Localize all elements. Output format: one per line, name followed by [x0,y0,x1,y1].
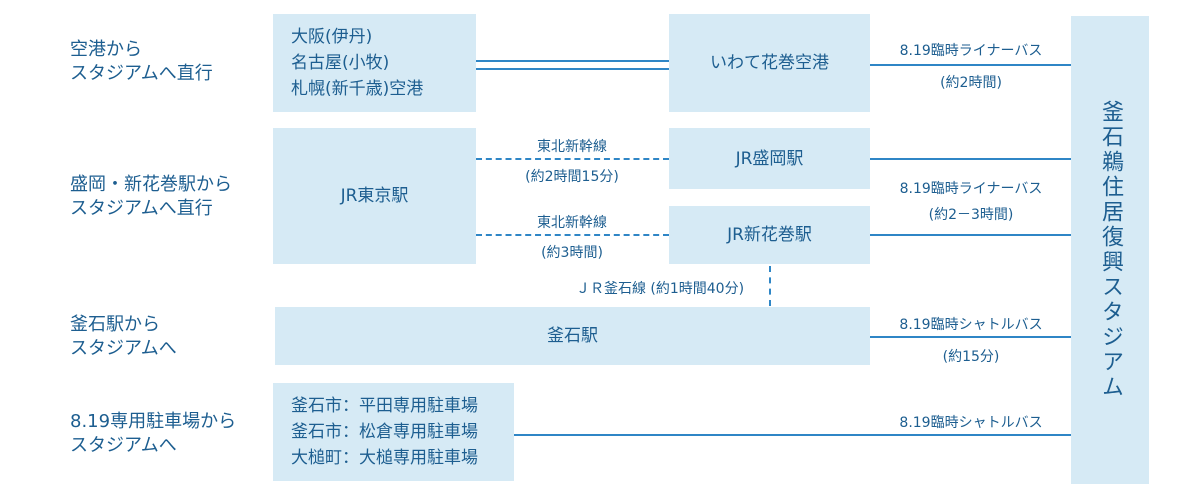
stadium-box: 釜石鵜住居復興スタジアム [1071,16,1149,484]
row-label-parking: 8.19専用駐車場から スタジアムへ [70,411,237,456]
kamaishi-line-connector [769,266,771,306]
shinkansen-label-shinhanamaki: 東北新幹線 [537,215,607,231]
station-bus-time: (約2－3時間) [928,207,1014,223]
kamaishi-station-box: 釜石駅 [275,307,870,365]
hanamaki-airport-box: いわて花巻空港 [669,14,870,112]
shinkansen-line-shinhanamaki [476,234,669,236]
airport-bus-time: (約2時間) [940,75,1002,91]
kamaishi-shuttle-label: 8.19臨時シャトルバス [899,317,1043,333]
tokyo-station-box: JR東京駅 [273,128,476,264]
shinhanamaki-bus-line [870,234,1071,236]
kamaishi-shuttle-line [870,336,1071,338]
air-route-line-bottom [476,68,669,70]
shinkansen-line-morioka [476,158,669,160]
row-label-morioka: 盛岡・新花巻駅から スタジアムへ直行 [70,174,232,219]
station-bus-label: 8.19臨時ライナーバス [899,181,1043,197]
shinhanamaki-station-box: JR新花巻駅 [669,206,870,264]
shinkansen-time-morioka: (約2時間15分) [525,169,619,185]
air-route-line-top [476,60,669,62]
airport-bus-line [870,64,1071,66]
shinkansen-label-morioka: 東北新幹線 [537,139,607,155]
row-label-kamaishi: 釜石駅から スタジアムへ [70,314,177,359]
parking-shuttle-label: 8.19臨時シャトルバス [899,415,1043,431]
morioka-station-box: JR盛岡駅 [669,128,870,189]
kamaishi-line-label: ＪＲ釜石線 (約1時間40分) [575,281,745,297]
morioka-bus-line [870,158,1071,160]
airport-bus-label: 8.19臨時ライナーバス [899,43,1043,59]
origin-airports-box: 大阪(伊丹) 名古屋(小牧) 札幌(新千歳)空港 [273,14,476,112]
parking-lots-box: 釜石市：平田専用駐車場 釜石市：松倉専用駐車場 大槌町：大槌専用駐車場 [273,383,514,481]
kamaishi-shuttle-time: (約15分) [942,349,1000,365]
parking-shuttle-line [514,434,1071,436]
row-label-airport: 空港から スタジアムへ直行 [70,39,213,84]
shinkansen-time-shinhanamaki: (約3時間) [541,245,603,261]
